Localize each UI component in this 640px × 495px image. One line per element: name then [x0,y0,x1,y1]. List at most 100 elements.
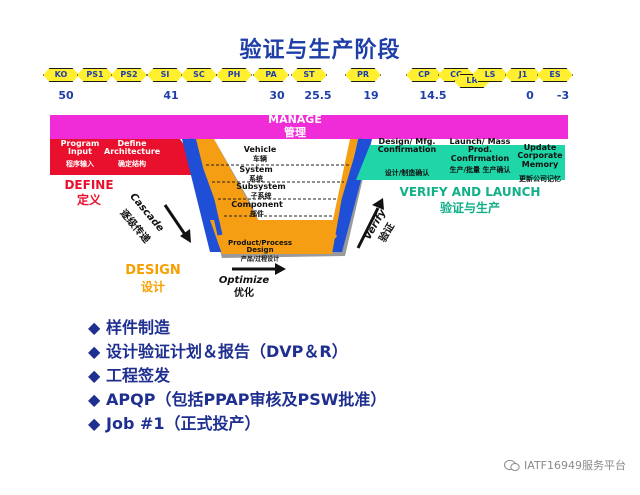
level-component-zh: 部件 [250,210,264,218]
milestone-row: KO PS1 PS2 SI SC PH PA ST PR CP CC LR LS J1 ES [0,68,640,88]
milestone-st: ST [291,68,327,82]
define-architecture-en: Define Architecture [104,139,161,157]
program-input-en: Program Input [60,139,100,157]
verify-band [356,145,565,180]
cascade-arrow [163,204,188,237]
v-blue-stripe-left [187,138,223,236]
milestone-code: PS2 [120,70,138,79]
design-confirmation-zh: 设计/制造确认 [384,169,430,177]
bullet-list: ◆ 样件制造 ◆ 设计验证计划＆报告（DVP＆R） ◆ 工程签发 ◆ APQP（包括PP… [88,316,386,436]
manage-label-en: MANAGE [268,113,322,126]
manage-bar [50,115,568,139]
milestone-diamond-icon [111,68,147,82]
optimize-label-zh: 优化 [234,288,254,299]
milestone-code: LR [466,76,478,85]
milestone-diamond-icon [253,68,289,82]
timing-value: 0 [526,89,534,102]
level-subsystem-zh: 子系统 [250,192,272,200]
product-process-design-en: Product/Process Design [227,239,293,255]
optimize-label-en: Optimize [218,275,270,286]
milestone-ph: PH [216,68,252,82]
milestone-code: SI [160,70,170,79]
milestone-diamond-icon [291,68,327,82]
milestone-es: ES [537,68,573,82]
v-inner [214,139,350,230]
v-orange [196,139,358,244]
timing-value: 30 [269,89,285,102]
level-vehicle-en: Vehicle [243,145,277,154]
wechat-icon [504,459,520,471]
milestone-code: LS [484,70,496,79]
milestone-code: PS1 [86,70,104,79]
v-blue-stripe-right [335,138,365,236]
milestone-cp: CP [406,68,442,82]
milestone-si: SI [147,68,183,82]
define-architecture-zh: 确定结构 [118,160,146,168]
level-subsystem-en: Subsystem [236,182,286,191]
milestone-code: ES [549,70,561,79]
milestone-diamond-icon [216,68,252,82]
watermark: IATF16949服务平台 [504,457,626,473]
diamond-bullet-icon: ◆ [88,342,101,361]
milestone-code: J1 [518,70,528,79]
diamond-bullet-icon: ◆ [88,390,101,409]
level-vehicle-zh: 车辆 [253,155,267,163]
bullet-text: 工程签发 [106,366,171,385]
bullet-item: ◆ 设计验证计划＆报告（DVP＆R） [88,340,386,364]
bullet-item: ◆ Job #1（正式投产） [88,412,386,436]
design-phase-zh: 设计 [140,280,165,294]
milestone-code: PA [265,70,277,79]
design-phase-en: DESIGN [125,263,181,278]
v-orange-bottom [210,220,338,254]
bullet-text: 样件制造 [106,318,171,337]
watermark-text: IATF16949服务平台 [524,459,626,472]
manage-label-zh: 管理 [284,126,306,139]
diamond-bullet-icon: ◆ [88,414,101,433]
milestone-code: CP [418,70,430,79]
cascade-arrowhead [180,229,191,243]
bullet-item: ◆ 样件制造 [88,316,386,340]
timing-value: 41 [163,89,179,102]
optimize-arrowhead [275,263,286,275]
bullet-item: ◆ 工程签发 [88,364,386,388]
update-memory-en: Update Corporate Memory [517,143,563,169]
milestone-code: SC [193,70,205,79]
mass-prod-confirmation-zh: 生产/批量 生产确认 [449,166,511,174]
page-title: 验证与生产阶段 [239,38,401,63]
milestone-j1: J1 [505,68,541,82]
product-process-design-zh: 产品/过程设计 [240,256,280,263]
verify-arrowhead [372,198,384,210]
define-phase-en: DEFINE [64,178,114,192]
define-phase-zh: 定义 [76,193,101,207]
bullet-text: APQP（包括PPAP审核及PSW批准） [106,390,387,409]
timing-row: 50 41 30 25.5 19 14.5 0 -3 [0,89,640,103]
level-system-zh: 系统 [249,175,263,183]
milestone-diamond-icon [345,68,381,82]
timing-value: 19 [363,89,379,102]
level-system-en: System [239,165,273,174]
milestone-ps2: PS2 [111,68,147,82]
diamond-bullet-icon: ◆ [88,318,101,337]
bullet-text: 设计验证计划＆报告（DVP＆R） [106,342,348,361]
milestone-code: CC [450,70,462,79]
mass-prod-confirmation-en: Launch/ Mass Prod. Confirmation [449,137,511,163]
bullet-text: Job #1（正式投产） [106,414,261,433]
program-input-zh: 程序输入 [66,160,94,168]
milestone-code: KO [54,70,68,79]
milestone-code: PH [227,70,241,79]
timing-value: 14.5 [419,89,447,102]
milestone-pa: PA [253,68,289,82]
level-component-en: Component [231,200,283,209]
verify-arrow [356,207,380,249]
bullet-item: ◆ APQP（包括PPAP审核及PSW批准） [88,388,386,412]
timing-value: 50 [58,89,74,102]
timing-value: -3 [556,89,570,102]
milestone-sc: SC [181,68,217,82]
verify-launch-phase-zh: 验证与生产 [439,201,500,215]
milestone-code: PR [356,70,370,79]
timing-value: 25.5 [304,89,332,102]
design-confirmation-en: Design/ Mfg. Confirmation [377,137,437,155]
verify-launch-phase-en: VERIFY AND LAUNCH [399,185,541,199]
diamond-bullet-icon: ◆ [88,366,101,385]
